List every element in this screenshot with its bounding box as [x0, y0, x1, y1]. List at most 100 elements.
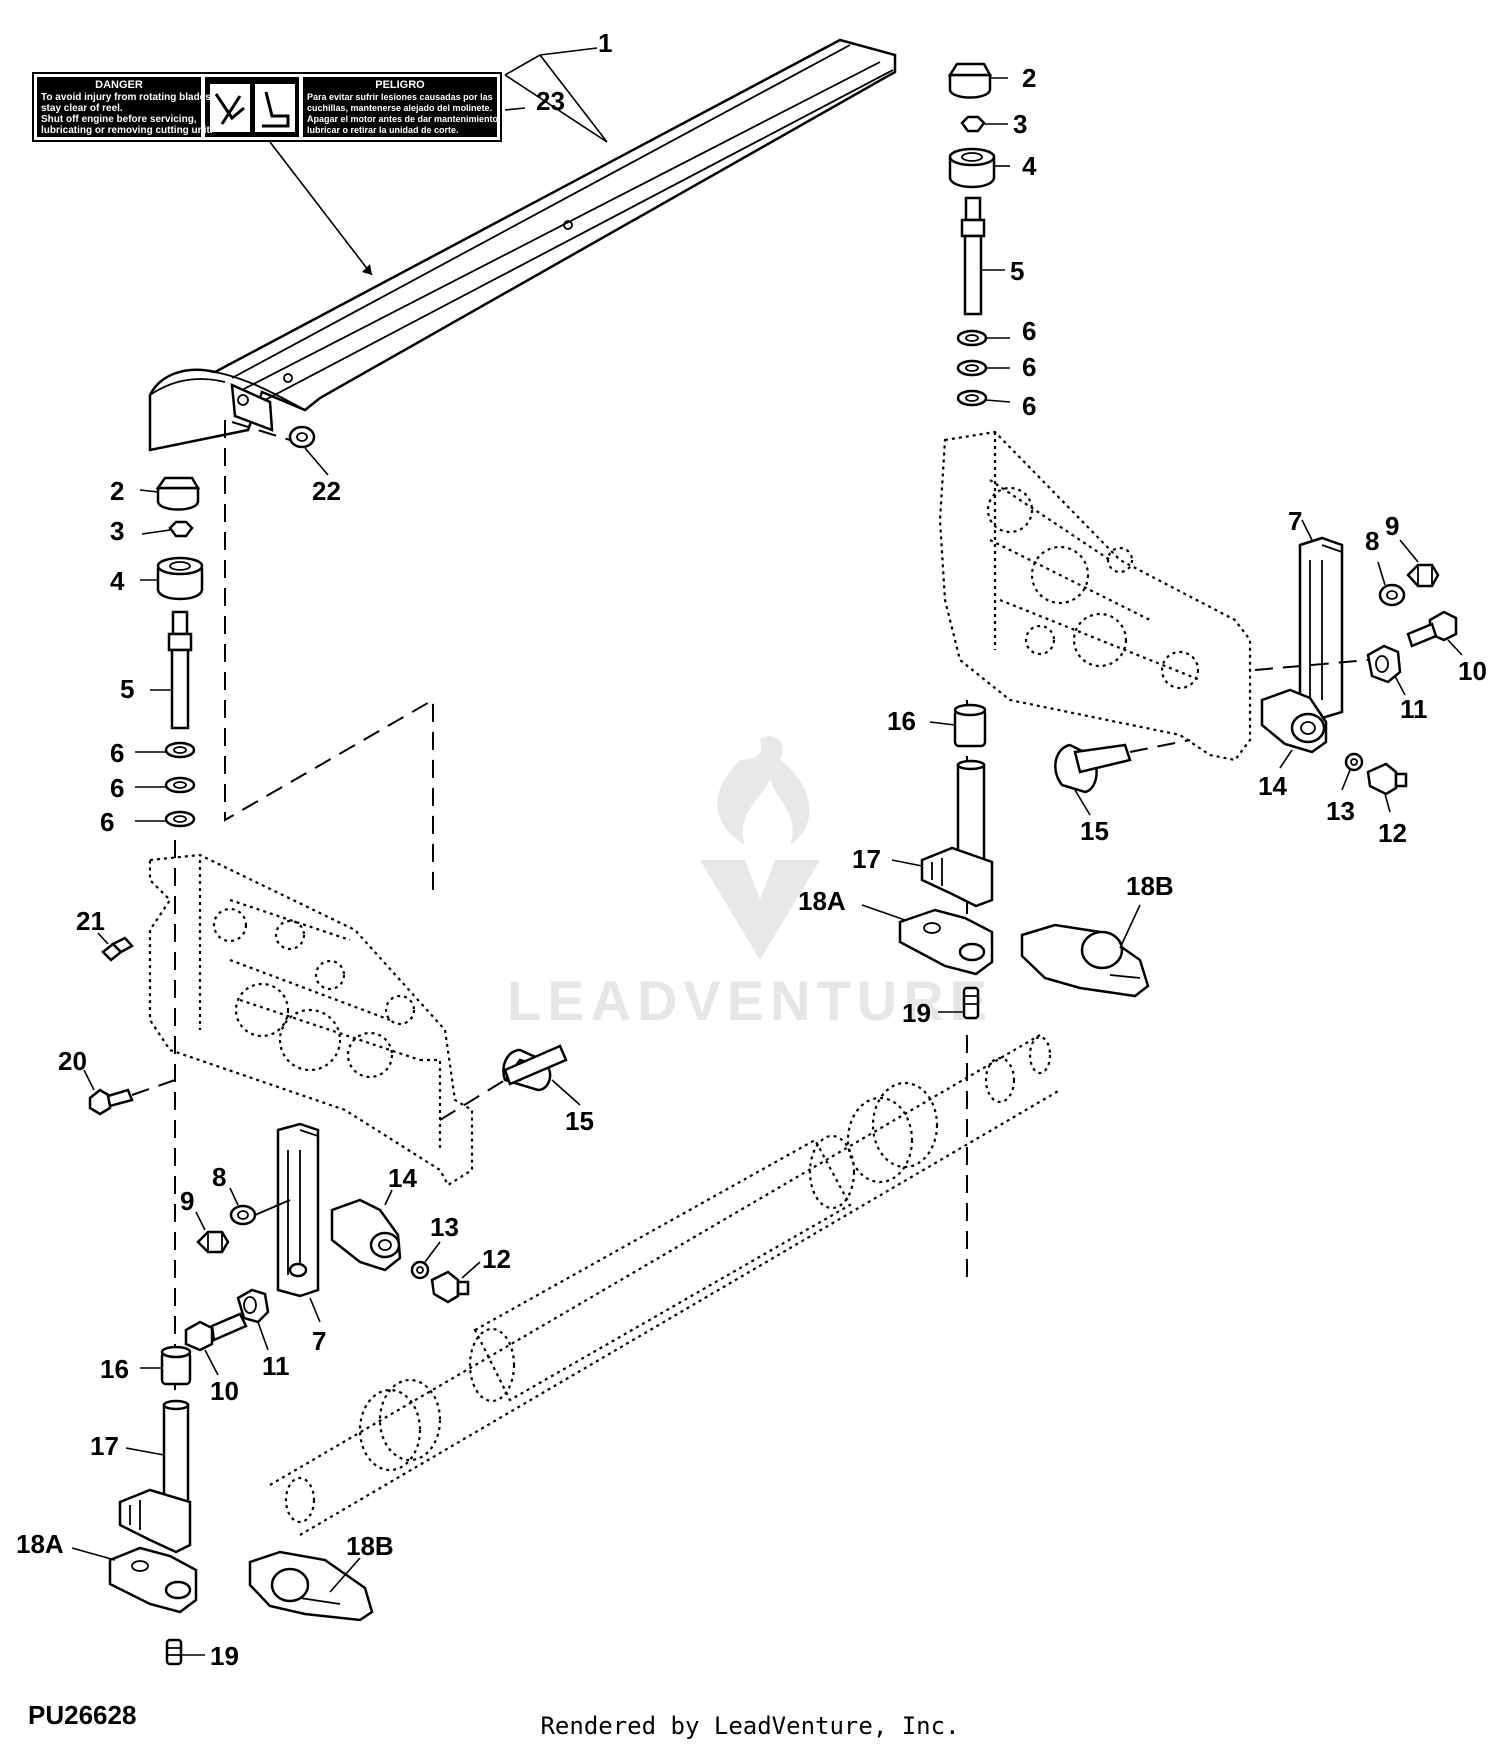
left-bracket-part-7	[276, 1122, 320, 1298]
danger-line-3: Shut off engine before servicing,	[41, 114, 197, 125]
right-shaft-part-17	[920, 759, 994, 908]
left-bushing-part-16	[160, 1345, 192, 1386]
left-callout-6c: 6	[100, 807, 114, 837]
left-callout-15: 15	[565, 1106, 594, 1136]
left-nut-part-9	[196, 1230, 230, 1254]
left-lockwasher-part-13	[410, 1260, 430, 1280]
right-washers-part-6	[956, 329, 988, 407]
left-fitting-part-21	[101, 936, 134, 962]
left-spindle-part-5	[167, 610, 193, 730]
right-side-plate	[938, 430, 1252, 762]
right-callout-2: 2	[1022, 63, 1036, 93]
left-bolt-part-12	[430, 1270, 470, 1304]
left-adjuster-part-14	[330, 1198, 402, 1272]
right-callout-8: 8	[1365, 526, 1379, 556]
right-callout-17: 17	[852, 844, 881, 874]
left-callout-3: 3	[110, 516, 124, 546]
left-callout-11: 11	[262, 1351, 290, 1381]
right-callout-13: 13	[1326, 796, 1355, 826]
left-clamp-part-18b	[248, 1550, 374, 1622]
callout-23: 23	[536, 86, 565, 116]
left-callout-18a: 18A	[16, 1529, 64, 1559]
right-eccentric-part-11	[1366, 644, 1402, 684]
danger-line-1: To avoid injury from rotating blades,	[41, 92, 214, 103]
left-callout-4: 4	[110, 566, 125, 596]
left-callout-6a: 6	[110, 738, 124, 768]
nut-part-22	[288, 425, 316, 449]
right-callout-11: 11	[1400, 694, 1428, 724]
peligro-line-3: Apagar el motor antes de dar mantenimien…	[307, 114, 501, 124]
callout-22: 22	[312, 476, 341, 506]
right-callout-10: 10	[1458, 656, 1487, 686]
left-callout-6b: 6	[110, 773, 124, 803]
left-clamp-part-18a	[108, 1546, 198, 1614]
watermark: LEADVENTURE	[507, 736, 993, 1032]
left-callout-17: 17	[90, 1431, 119, 1461]
right-callout-5: 5	[1010, 256, 1024, 286]
peligro-line-2: cuchillas, mantenerse alejado del moline…	[307, 103, 492, 113]
right-callout-15: 15	[1080, 816, 1109, 846]
right-callout-7: 7	[1288, 506, 1302, 536]
peligro-line-4: lubricar o retirar la unidad de corte.	[307, 125, 459, 135]
left-pin-part-15	[502, 1044, 568, 1092]
right-pin-part-15	[1054, 743, 1132, 794]
left-callout-16: 16	[100, 1354, 129, 1384]
left-washers-part-6	[164, 741, 196, 828]
left-eccentric-part-11	[236, 1288, 270, 1324]
left-callout-2: 2	[110, 476, 124, 506]
right-lockwasher-part-13	[1344, 752, 1364, 772]
right-nut-part-3	[960, 115, 986, 133]
right-callout-16: 16	[887, 706, 916, 736]
left-callout-9: 9	[180, 1186, 194, 1216]
right-callout-6b: 6	[1022, 352, 1036, 382]
watermark-text: LEADVENTURE	[507, 969, 993, 1032]
left-callout-12: 12	[482, 1244, 511, 1274]
left-screw-part-19	[165, 1638, 183, 1666]
right-callout-12: 12	[1378, 818, 1407, 848]
left-callout-19: 19	[210, 1641, 239, 1671]
callout-1-bracket	[504, 54, 608, 143]
right-bushing-part-16	[953, 703, 987, 748]
right-callout-14: 14	[1258, 771, 1287, 801]
reel-assembly	[269, 1034, 1061, 1536]
left-callout-14: 14	[388, 1163, 417, 1193]
left-callout-20: 20	[58, 1046, 87, 1076]
right-clamp-part-18b	[1020, 923, 1150, 998]
right-washer-part-8	[1378, 583, 1406, 607]
right-screw-part-19	[962, 986, 980, 1020]
right-bushing-part-4	[948, 147, 996, 189]
left-callout-7: 7	[312, 1326, 326, 1356]
left-nut-part-3	[168, 520, 194, 538]
danger-title: DANGER	[95, 79, 143, 91]
left-shaft-part-17	[118, 1399, 192, 1554]
right-callout-3: 3	[1013, 109, 1027, 139]
callout-1: 1	[598, 28, 612, 58]
right-callout-4: 4	[1022, 151, 1037, 181]
right-adjuster-part-14	[1260, 688, 1328, 754]
right-clamp-part-18a	[898, 908, 994, 976]
left-bolt-part-20	[88, 1088, 134, 1116]
left-callout-21: 21	[76, 906, 105, 936]
right-callout-19: 19	[902, 998, 931, 1028]
right-callout-18a: 18A	[798, 886, 846, 916]
peligro-title: PELIGRO	[375, 79, 425, 91]
left-callout-18b: 18B	[346, 1531, 394, 1561]
right-callout-9: 9	[1385, 511, 1399, 541]
left-callout-10: 10	[210, 1376, 239, 1406]
danger-line-2: stay clear of reel.	[41, 103, 123, 114]
left-bolt-part-10	[184, 1312, 248, 1352]
right-bolt-part-12	[1366, 762, 1408, 796]
right-spindle-part-5	[960, 196, 986, 316]
right-nut-part-9	[1406, 563, 1440, 588]
right-bracket-part-7	[1298, 536, 1344, 720]
right-callout-6c: 6	[1022, 391, 1036, 421]
right-callout-6a: 6	[1022, 316, 1036, 346]
right-callout-18b: 18B	[1126, 871, 1174, 901]
peligro-line-1: Para evitar sufrir lesiones causadas por…	[307, 92, 493, 102]
left-washer-part-8	[229, 1204, 257, 1226]
left-grease-cap-part-2	[155, 476, 201, 511]
danger-decal: DANGER To avoid injury from rotating bla…	[32, 72, 502, 142]
left-callout-5: 5	[120, 674, 134, 704]
danger-line-4: lubricating or removing cutting unit.	[41, 125, 213, 136]
